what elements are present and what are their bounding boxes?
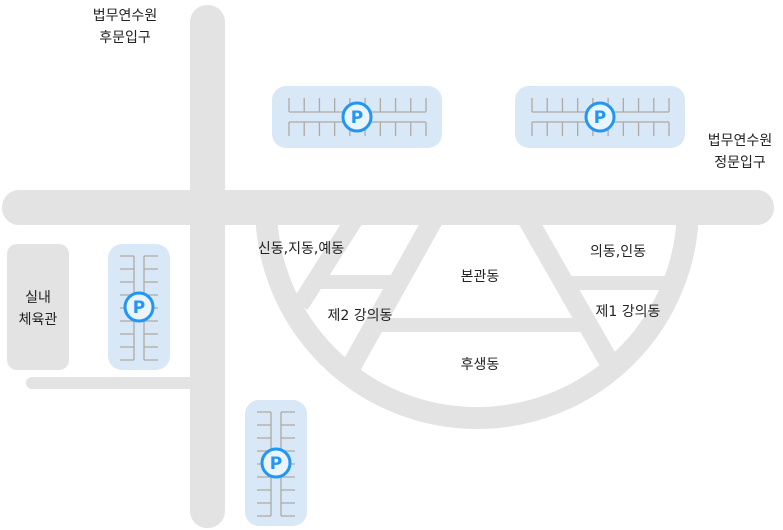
building-lecture-1[interactable]: 제1 강의동 [596, 304, 661, 320]
building-main[interactable]: 본관동 [461, 269, 500, 285]
parking-icon-label: P [133, 298, 145, 318]
back-gate-label-2: 후문입구 [99, 30, 151, 46]
building-welfare[interactable]: 후생동 [461, 357, 500, 373]
parking-lot-north-2[interactable]: P [515, 86, 685, 148]
parking-icon: P [260, 447, 292, 479]
parking-icon-label: P [351, 108, 363, 128]
parking-lot-south[interactable]: P [245, 400, 307, 526]
back-gate-label-1: 법무연수원 [93, 8, 157, 24]
building-lecture-2[interactable]: 제2 강의동 [328, 308, 393, 324]
gym-label-1: 실내 [25, 290, 51, 306]
parking-icon: P [584, 101, 616, 133]
parking-icon-label: P [270, 454, 282, 474]
parking-icon: P [123, 291, 155, 323]
parking-lot-north-1[interactable]: P [272, 86, 442, 148]
inner-roads [292, 215, 672, 370]
campus-ring-road [255, 206, 699, 429]
building-sin-ji-ye[interactable]: 신동,지동,예동 [258, 241, 344, 257]
parking-lot-west[interactable]: P [108, 244, 170, 370]
parking-icon: P [341, 101, 373, 133]
building-ui-in[interactable]: 의동,인동 [590, 244, 646, 260]
front-gate-label-2: 정문입구 [714, 155, 766, 171]
front-gate-label-1: 법무연수원 [708, 133, 772, 149]
gym-building [7, 244, 69, 370]
main-horizontal-road [2, 190, 774, 225]
main-vertical-road [190, 5, 225, 528]
gym-label-2: 체육관 [19, 312, 58, 328]
side-road [26, 377, 196, 389]
parking-icon-label: P [594, 108, 606, 128]
